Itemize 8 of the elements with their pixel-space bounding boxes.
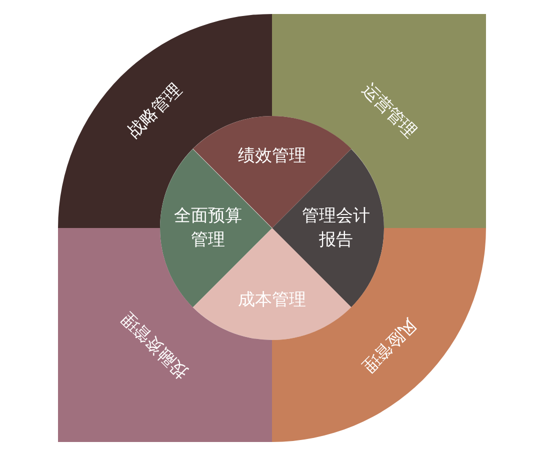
segment-label: 运营管理 — [356, 79, 421, 144]
segment-label: 战略管理 — [123, 79, 188, 144]
segment-label: 成本管理 — [238, 289, 306, 312]
segment-label: 绩效管理 — [238, 145, 306, 168]
segment-label: 投融资管理 — [117, 306, 194, 384]
segment-label: 风险管理 — [356, 312, 421, 378]
segment-label: 全面预算管理 — [173, 204, 243, 252]
segment-label: 管理会计报告 — [301, 204, 371, 252]
